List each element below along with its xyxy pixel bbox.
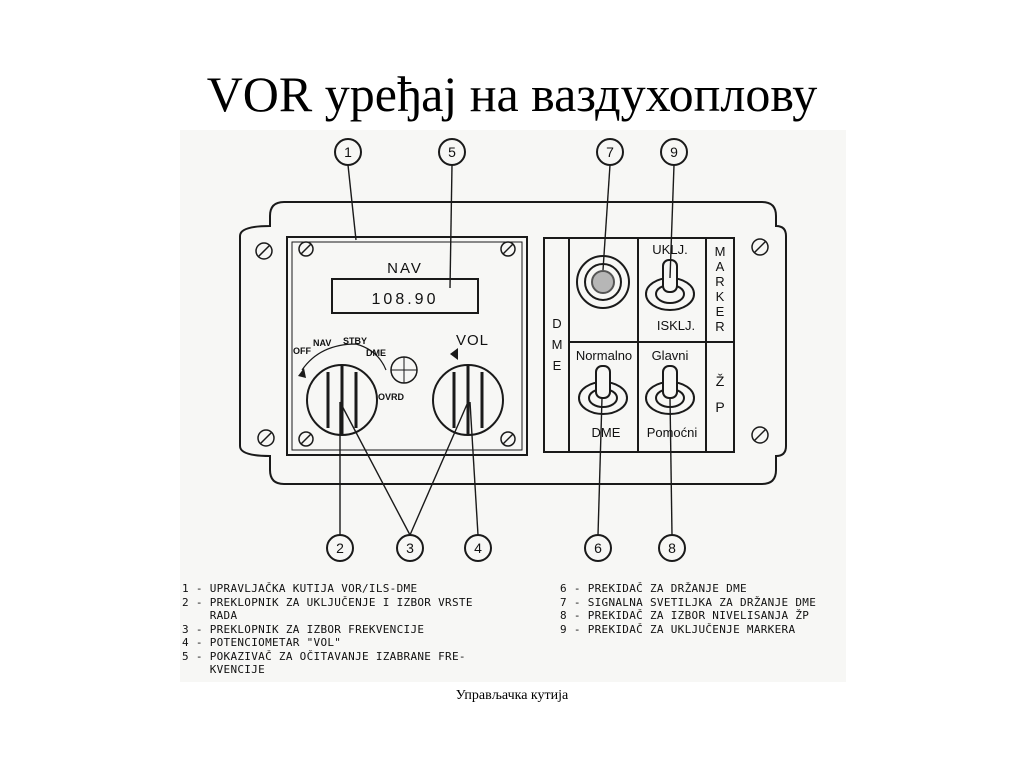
zp-vertical-p: P xyxy=(715,399,724,415)
callout-3: 3 xyxy=(406,540,414,556)
pomocni-label: Pomoćni xyxy=(647,425,698,440)
housing-outline xyxy=(239,201,787,485)
dme-vertical-e: E xyxy=(553,358,562,373)
callout-8: 8 xyxy=(668,540,676,556)
vol-label: VOL xyxy=(456,332,489,349)
mode-dme-label: DME xyxy=(366,348,386,358)
legend-item: 7 - SIGNALNA SVETILJKA ZA DRŽANJE DME xyxy=(560,595,817,609)
mode-off-label: OFF xyxy=(293,346,311,356)
frequency-readout: 108.90 xyxy=(372,291,439,308)
callout-1: 1 xyxy=(344,144,352,160)
slide-title: VOR уређај на ваздухоплову xyxy=(206,66,818,122)
dme-hold-lamp xyxy=(576,255,630,309)
normalno-label: Normalno xyxy=(576,348,632,363)
panel-drawing: NAV 108.90 OFF NAV STBY DME OVRD VOL D M… xyxy=(239,138,787,562)
marker-vertical-m: M xyxy=(715,244,726,259)
legend-item: 8 - PREKIDAČ ZA IZBOR NIVELISANJA ŽP xyxy=(560,609,810,622)
nav-module xyxy=(286,236,528,456)
legend-left: 1 - UPRAVLJAČKA KUTIJA VOR/ILS-DME 2 - P… xyxy=(182,582,522,677)
legend-item: 4 - POTENCIOMETAR "VOL" xyxy=(182,636,342,649)
callout-4: 4 xyxy=(474,540,482,556)
legend-item: 9 - PREKIDAČ ZA UKLJUČENJE MARKERA xyxy=(560,622,796,636)
screw xyxy=(751,238,769,256)
frequency-display xyxy=(331,278,479,314)
callout-7: 7 xyxy=(606,144,614,160)
legend-item: RADA xyxy=(182,609,238,622)
dme-vertical-m: M xyxy=(552,337,563,352)
screw xyxy=(298,241,314,257)
marker-vertical-r: R xyxy=(715,274,724,289)
glavni-label: Glavni xyxy=(652,348,689,363)
legend-item: 3 - PREKLOPNIK ZA IZBOR FREKVENCIJE xyxy=(182,622,425,636)
ovrd-label: OVRD xyxy=(378,392,405,402)
screw xyxy=(500,431,516,447)
marker-vertical-k: K xyxy=(716,289,725,304)
dme-hold-toggle xyxy=(578,365,628,415)
legend-item: KVENCIJE xyxy=(182,663,266,676)
screw xyxy=(500,241,516,257)
zp-vertical-z: Ž xyxy=(716,373,725,389)
legend-item: 6 - PREKIDAČ ZA DRŽANJE DME xyxy=(560,582,747,595)
callout-9: 9 xyxy=(670,144,678,160)
mode-nav-label: NAV xyxy=(313,338,331,348)
dme-vertical-d: D xyxy=(552,316,561,331)
callout-6: 6 xyxy=(594,540,602,556)
legend-item: 1 - UPRAVLJAČKA KUTIJA VOR/ILS-DME xyxy=(182,582,418,595)
vor-control-box-figure: NAV 108.90 OFF NAV STBY DME OVRD VOL D M… xyxy=(180,130,846,682)
mode-knob xyxy=(306,364,378,436)
screw xyxy=(298,431,314,447)
dme-switch-label: DME xyxy=(592,425,621,440)
screw xyxy=(751,426,769,444)
screw xyxy=(255,242,273,260)
mode-stby-label: STBY xyxy=(343,336,367,346)
vol-knob xyxy=(432,364,504,436)
marker-vertical-a: A xyxy=(716,259,725,274)
callout-2: 2 xyxy=(336,540,344,556)
screw xyxy=(257,429,275,447)
marker-vertical-r2: R xyxy=(715,319,724,334)
figure-caption: Управљачка кутија xyxy=(455,688,569,703)
legend-right: 6 - PREKIDAČ ZA DRŽANJE DME 7 - SIGNALNA… xyxy=(560,582,850,636)
uklj-label: UKLJ. xyxy=(652,242,687,257)
nav-label: NAV xyxy=(387,260,423,277)
marker-vertical-e: E xyxy=(716,304,725,319)
legend-item: 5 - POKAZIVAČ ZA OČITAVANJE IZABRANE FRE… xyxy=(182,649,466,663)
isklj-label: ISKLJ. xyxy=(657,318,695,333)
callout-5: 5 xyxy=(448,144,456,160)
legend-item: 2 - PREKLOPNIK ZA UKLJUČENJE I IZBOR VRS… xyxy=(182,595,473,609)
